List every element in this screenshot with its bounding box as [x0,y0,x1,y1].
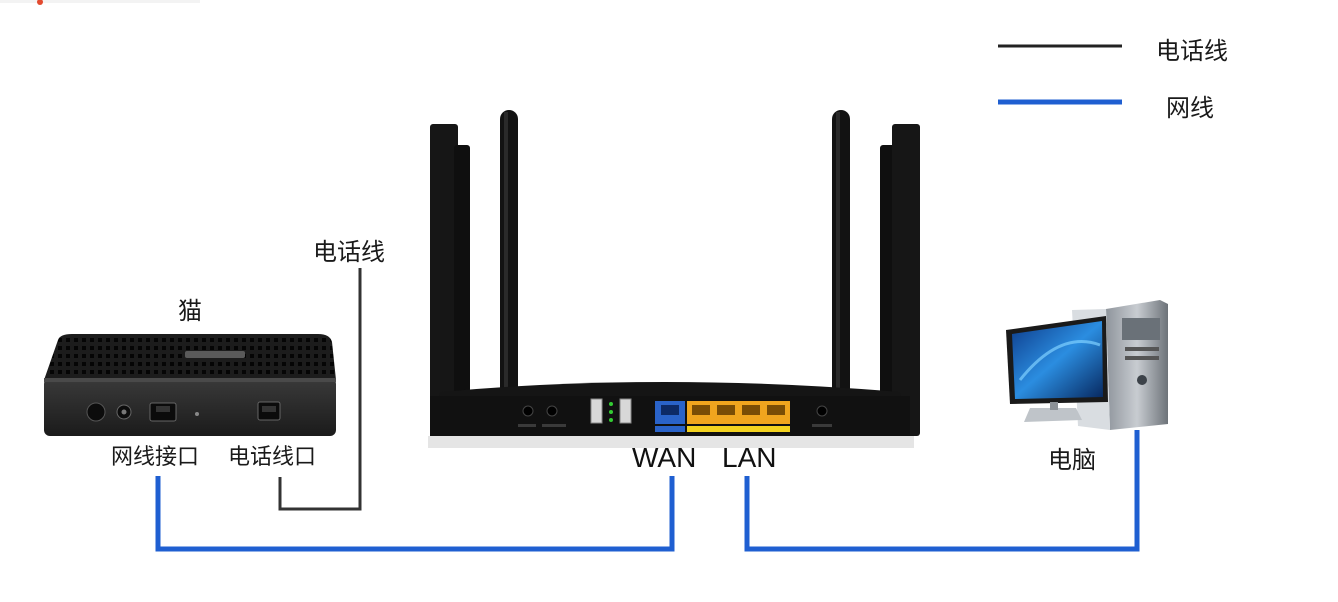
router-antenna [430,124,458,436]
network-cable-modem-wan [155,476,675,552]
router-antenna [892,124,920,436]
phone-line-cable [278,268,362,511]
modem-phone-port-label: 电话线口 [228,445,317,470]
router-lan-label: LAN [722,442,777,473]
network-cable-lan-computer [744,430,1140,552]
router-device [428,110,920,448]
phone-line-label: 电话线 [313,238,385,266]
modem-device [44,334,336,436]
legend-phone-line-label: 电话线 [1156,37,1228,65]
router-antenna [832,110,850,436]
modem-lan-port-label: 网线接口 [111,445,200,470]
computer-device [1006,300,1168,430]
router-antenna [454,145,470,435]
router-lan-ports [687,401,790,424]
router-wan-label: WAN [632,442,697,473]
legend-network-line-label: 网线 [1166,94,1214,122]
modem-label: 猫 [178,297,202,325]
corner-mark [0,0,200,5]
computer-label: 电脑 [1048,446,1096,474]
